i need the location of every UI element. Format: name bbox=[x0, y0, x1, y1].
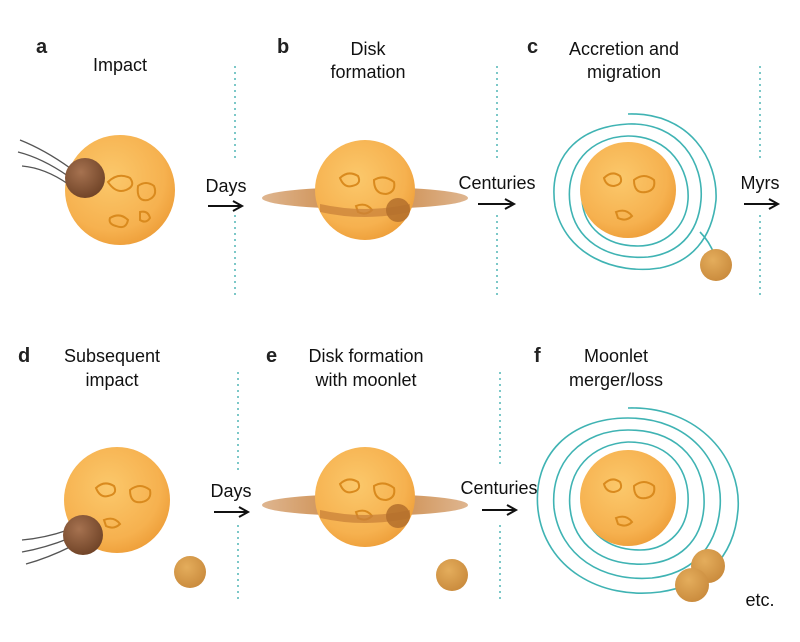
panel-letter: c bbox=[527, 36, 538, 58]
panel-letter: d bbox=[18, 345, 30, 367]
panel-letter: b bbox=[277, 36, 289, 58]
panel-title-line: Disk formation bbox=[308, 346, 423, 366]
transition-label: Centuries bbox=[460, 478, 537, 498]
transition-days: Days bbox=[205, 176, 246, 211]
transition-label: Days bbox=[210, 481, 251, 501]
planet bbox=[580, 142, 676, 238]
transition-centuries: Centuries bbox=[458, 173, 535, 209]
transition-label: Days bbox=[205, 176, 246, 196]
panel-title-line: merger/loss bbox=[569, 370, 663, 390]
panel-d: d Subsequent impact bbox=[18, 345, 206, 588]
impactor bbox=[22, 515, 103, 564]
panel-f: f Moonlet merger/loss bbox=[534, 345, 738, 602]
clump bbox=[386, 504, 410, 528]
panel-letter: e bbox=[266, 345, 277, 367]
panel-title-line: Moonlet bbox=[584, 346, 648, 366]
moonlet bbox=[675, 568, 709, 602]
planet-with-disk bbox=[262, 140, 468, 240]
panel-title-line: Accretion and bbox=[569, 39, 679, 59]
transition-label: Centuries bbox=[458, 173, 535, 193]
planet bbox=[580, 450, 676, 546]
panel-letter: f bbox=[534, 345, 541, 367]
panel-title-line: with moonlet bbox=[314, 370, 416, 390]
panel-title-line: Impact bbox=[93, 55, 147, 75]
panel-title-line: migration bbox=[587, 62, 661, 82]
transition-myrs: Myrs bbox=[741, 173, 780, 209]
transition-label: Myrs bbox=[741, 173, 780, 193]
panel-title-line: Disk bbox=[351, 39, 387, 59]
panel-title-line: impact bbox=[85, 370, 138, 390]
etc-label: etc. bbox=[745, 590, 774, 610]
panel-e: e Disk formation with moonlet bbox=[262, 345, 468, 591]
moonlet bbox=[174, 556, 206, 588]
planet-with-disk bbox=[262, 447, 468, 547]
panel-a: a Impact bbox=[18, 36, 175, 245]
transition-centuries: Centuries bbox=[460, 478, 537, 515]
panel-letter: a bbox=[36, 36, 48, 58]
moonlet bbox=[700, 249, 732, 281]
panel-title-line: formation bbox=[330, 62, 405, 82]
panel-c: c Accretion and migration bbox=[527, 36, 732, 281]
transition-days: Days bbox=[210, 481, 251, 517]
panel-title-line: Subsequent bbox=[64, 346, 160, 366]
clump bbox=[386, 198, 410, 222]
moonlet bbox=[436, 559, 468, 591]
panel-b: b Disk formation bbox=[262, 36, 468, 240]
